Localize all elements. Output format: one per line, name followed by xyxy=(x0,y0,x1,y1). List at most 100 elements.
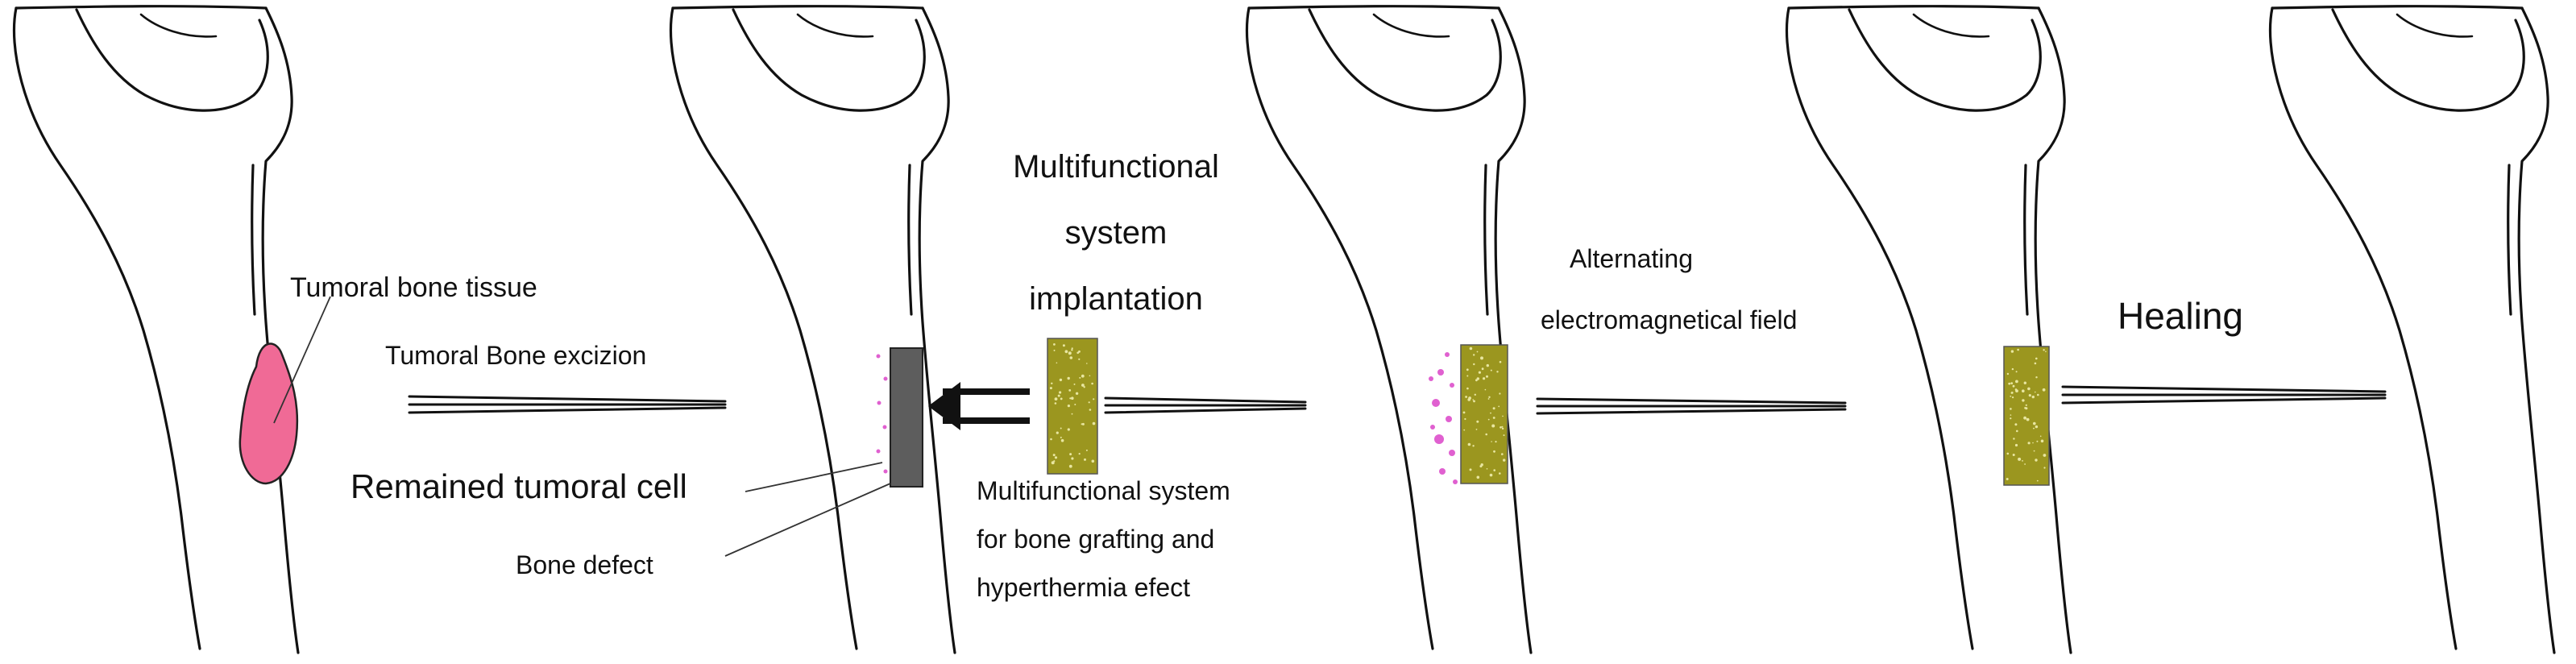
implant-speck xyxy=(2018,457,2022,461)
implant-speck xyxy=(1472,445,1475,447)
implant-speck xyxy=(2025,404,2027,406)
tumor-leader-line xyxy=(273,296,331,424)
implant-speck xyxy=(2006,478,2009,480)
implant-speck xyxy=(1486,468,1488,470)
implant-speck xyxy=(1071,347,1073,350)
implant-speck xyxy=(1079,376,1081,379)
implant-speck xyxy=(1495,441,1497,443)
implant-speck xyxy=(1491,424,1495,428)
label-system-2: for bone grafting and xyxy=(977,525,1214,554)
implant-speck xyxy=(1068,389,1072,392)
implant-speck xyxy=(1060,438,1064,442)
implant-speck xyxy=(1493,469,1495,471)
multifunctional-implant xyxy=(1047,338,1098,475)
implant-speck xyxy=(1081,384,1085,387)
implant-speck xyxy=(2010,417,2012,420)
label-implantation-1: Multifunctional xyxy=(1013,149,1219,185)
implant-speck xyxy=(1078,453,1081,455)
implant-speck xyxy=(1489,473,1493,477)
implant-speck xyxy=(2034,362,2037,365)
implant-speck xyxy=(1469,468,1472,471)
femur-stage-2 xyxy=(669,5,956,654)
implant-speck xyxy=(1084,458,1086,461)
implant-speck xyxy=(1472,399,1474,400)
implant-speck xyxy=(1078,358,1081,360)
implant-speck xyxy=(1056,362,1058,364)
implant-speck xyxy=(2033,421,2036,425)
implant-speck xyxy=(1473,400,1475,403)
label-healing: Healing xyxy=(2118,295,2243,337)
implant-speck xyxy=(1474,393,1476,396)
implant-speck xyxy=(2036,440,2039,442)
implant-speck xyxy=(1503,434,1505,437)
implant-speck xyxy=(1052,454,1056,457)
implant-speck xyxy=(1490,369,1492,371)
implant-speck xyxy=(2016,430,2018,433)
label-excision: Tumoral Bone excizion xyxy=(385,341,646,370)
implant-speck xyxy=(1064,350,1068,354)
implant-speck xyxy=(1054,397,1058,400)
implant-speck xyxy=(1486,363,1489,367)
implant-speck xyxy=(1069,453,1072,456)
implant-speck xyxy=(1091,382,1093,385)
implant-speck xyxy=(1081,422,1085,425)
implant-speck xyxy=(1473,354,1475,356)
implant-speck xyxy=(1067,376,1070,380)
implant-speck xyxy=(1049,387,1052,390)
implant-speck xyxy=(1053,460,1056,463)
arrow-healing xyxy=(2061,385,2387,405)
implant-speck xyxy=(1057,394,1060,397)
implant-speck xyxy=(2035,357,2038,360)
implant-speck xyxy=(1069,356,1073,359)
implant-speck xyxy=(1481,367,1484,371)
implant-speck xyxy=(1498,405,1500,408)
implant-speck xyxy=(2006,452,2010,455)
implant-speck xyxy=(1078,350,1081,353)
implant-speck xyxy=(1050,438,1052,441)
bone-defect-leader xyxy=(724,483,891,557)
implant-speck xyxy=(2008,382,2011,385)
implant-speck xyxy=(1501,453,1504,455)
implant-speck xyxy=(1054,456,1058,459)
implant-speck xyxy=(1484,388,1487,391)
implant-speck xyxy=(1492,417,1495,419)
implant-speck xyxy=(1083,386,1085,388)
label-system-3: hyperthermia efect xyxy=(977,573,1190,602)
implant-speck xyxy=(1476,351,1479,353)
implant-speck xyxy=(2036,479,2039,482)
implant-speck xyxy=(1487,398,1490,400)
femur-stage-1 xyxy=(12,5,331,654)
implant-speck xyxy=(1067,405,1070,408)
implant-speck xyxy=(2032,442,2034,444)
implant-speck xyxy=(2037,393,2039,396)
label-bone-defect: Bone defect xyxy=(516,550,653,579)
implant-speck xyxy=(2010,408,2012,410)
arrow-to-stage-3 xyxy=(1104,396,1307,414)
arrow-to-stage-4 xyxy=(1536,397,1847,415)
implant-speck xyxy=(2024,463,2026,465)
implant-speck xyxy=(1074,404,1076,405)
implant-speck xyxy=(1089,409,1092,411)
implant-speck xyxy=(1071,396,1074,400)
implant-speck xyxy=(1071,457,1074,460)
implant-speck xyxy=(1092,421,1096,425)
implant-speck xyxy=(1073,383,1076,385)
implant-speck xyxy=(1476,377,1479,380)
remained-tumoral-cells xyxy=(876,354,888,474)
implant-speck xyxy=(1093,398,1095,400)
implant-speck xyxy=(2024,407,2026,409)
implant-speck xyxy=(1475,379,1478,382)
implant-speck xyxy=(1466,387,1469,390)
implant-speck xyxy=(2022,460,2023,462)
implant-speck xyxy=(1467,442,1471,446)
implant-speck xyxy=(1068,464,1072,468)
implant-speck xyxy=(2010,392,2014,394)
tumoral-cells-heated xyxy=(1429,352,1458,484)
implant-speck xyxy=(2042,388,2046,392)
implant-speck xyxy=(1496,371,1499,373)
implant-speck xyxy=(1488,396,1491,398)
implant-speck xyxy=(2035,376,2038,379)
implant-speck xyxy=(2010,350,2014,353)
implant-speck xyxy=(1053,343,1056,346)
implant-speck xyxy=(2035,459,2038,462)
